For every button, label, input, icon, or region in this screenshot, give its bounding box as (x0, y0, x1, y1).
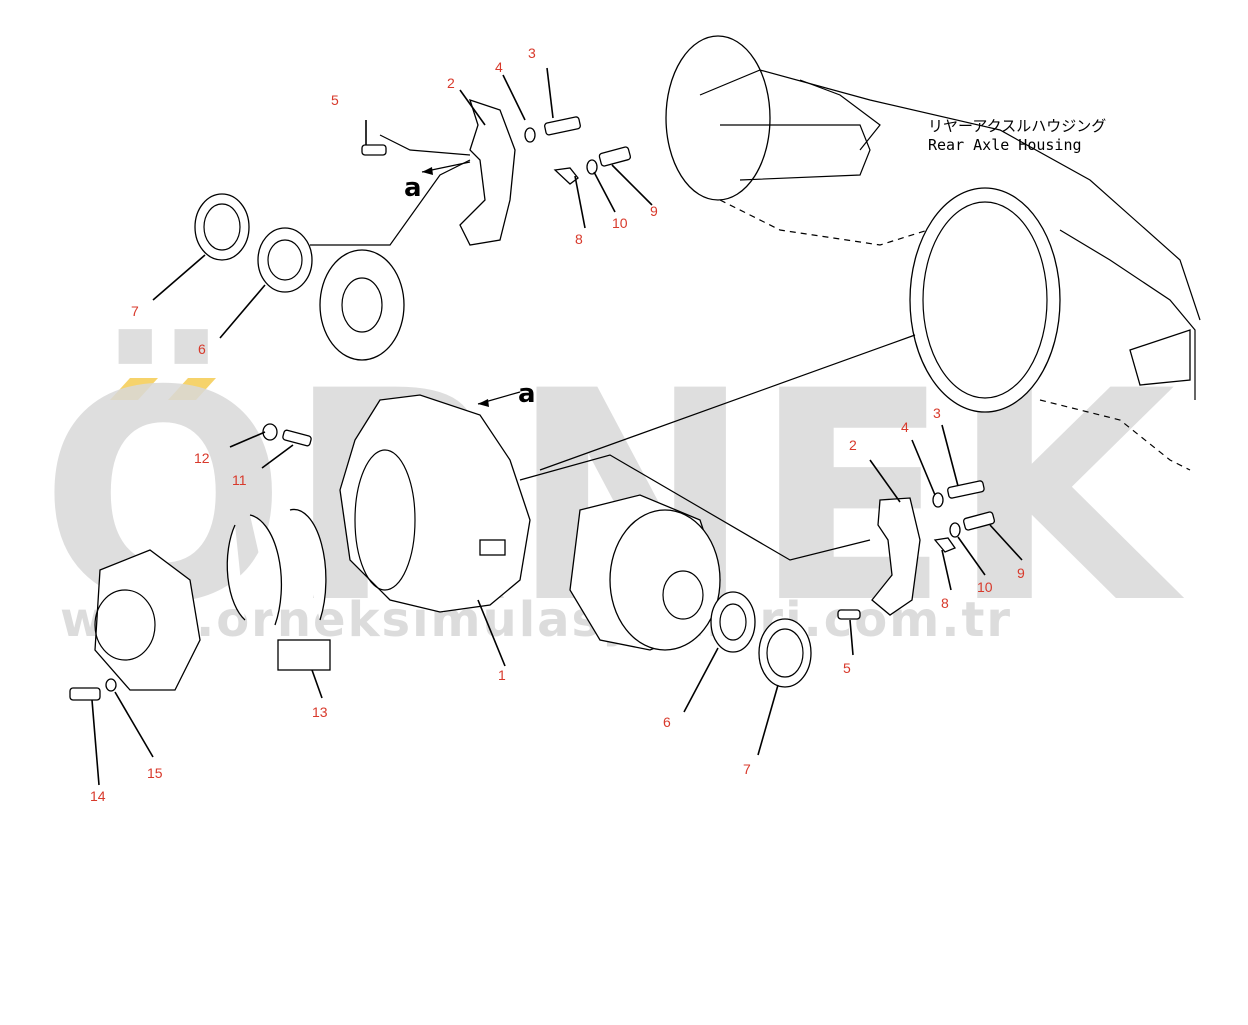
callout-upper-5: 5 (331, 92, 339, 108)
pin-upper (361, 144, 387, 156)
callout-left-15: 15 (147, 765, 163, 781)
housing-flange-left (665, 35, 771, 201)
washer-15 (105, 678, 117, 692)
carrier-body (339, 394, 531, 613)
bearing-cap-upper (459, 98, 516, 246)
leader-lines (91, 67, 1023, 786)
callout-right-6: 6 (663, 714, 671, 730)
callout-upper-9: 9 (650, 203, 658, 219)
arrow-label-upper: a (404, 173, 422, 203)
washer-upper-10 (586, 159, 598, 175)
stud-11 (282, 429, 312, 447)
callout-upper-6: 6 (198, 341, 206, 357)
shim-tag (277, 639, 331, 671)
watermark-accent-right (168, 378, 216, 400)
watermark-accent-left (110, 378, 158, 400)
bearing-upper (257, 227, 313, 293)
ring-gear (319, 249, 405, 361)
pinion-cage (94, 549, 201, 691)
callout-upper-4: 4 (495, 59, 503, 75)
callout-right-8: 8 (941, 595, 949, 611)
washer-upper (524, 127, 536, 143)
differential-carrier (339, 334, 916, 613)
differential-assembly (569, 480, 996, 688)
left-parts (69, 423, 331, 701)
callout-right-5: 5 (843, 660, 851, 676)
callout-right-2: 2 (849, 437, 857, 453)
callout-left-11: 11 (232, 472, 247, 488)
shim-c (289, 508, 327, 621)
bolt-right-9 (962, 511, 996, 531)
rear-axle-housing (665, 35, 1201, 471)
callout-center-1: 1 (498, 667, 506, 683)
callout-upper-8: 8 (575, 231, 583, 247)
bolt-upper-3 (544, 116, 581, 136)
housing-flange-right (909, 187, 1061, 413)
watermark-url: www.orneksimulasyonlari.com.tr (60, 592, 1012, 648)
shim-b (249, 514, 283, 626)
lock-plate-upper (553, 167, 579, 185)
washer-right-10 (949, 522, 961, 538)
callout-right-9: 9 (1017, 565, 1025, 581)
callout-right-3: 3 (933, 405, 941, 421)
bearing-right (710, 591, 756, 653)
callout-left-14: 14 (90, 788, 106, 804)
callout-left-13: 13 (312, 704, 328, 720)
callout-numbers: 5 2 4 3 8 10 9 7 6 12 11 4 3 2 8 10 9 1 … (90, 45, 1025, 804)
arrow-label-center: a (518, 379, 536, 409)
callout-right-7: 7 (743, 761, 751, 777)
callout-right-10: 10 (977, 579, 993, 595)
housing-label-jp: リヤーアクスルハウジング (928, 117, 1106, 135)
upper-assembly (194, 98, 632, 361)
callout-upper-7: 7 (131, 303, 139, 319)
callout-right-4: 4 (901, 419, 909, 435)
bearing-cap-right (871, 497, 921, 616)
bolt-right-3 (947, 480, 985, 499)
callout-upper-3: 3 (528, 45, 536, 61)
housing-label-en: Rear Axle Housing (928, 136, 1082, 154)
callout-left-12: 12 (194, 450, 210, 466)
washer-right-4 (932, 492, 944, 508)
shim-a (226, 524, 246, 621)
adjust-nut-upper (194, 193, 250, 261)
lock-plate-right (933, 537, 957, 553)
pin-right (837, 609, 861, 620)
bolt-upper-9 (598, 146, 632, 167)
nut-12 (262, 423, 278, 441)
callout-upper-2: 2 (447, 75, 455, 91)
callout-upper-10: 10 (612, 215, 628, 231)
bolt-14 (69, 687, 101, 701)
